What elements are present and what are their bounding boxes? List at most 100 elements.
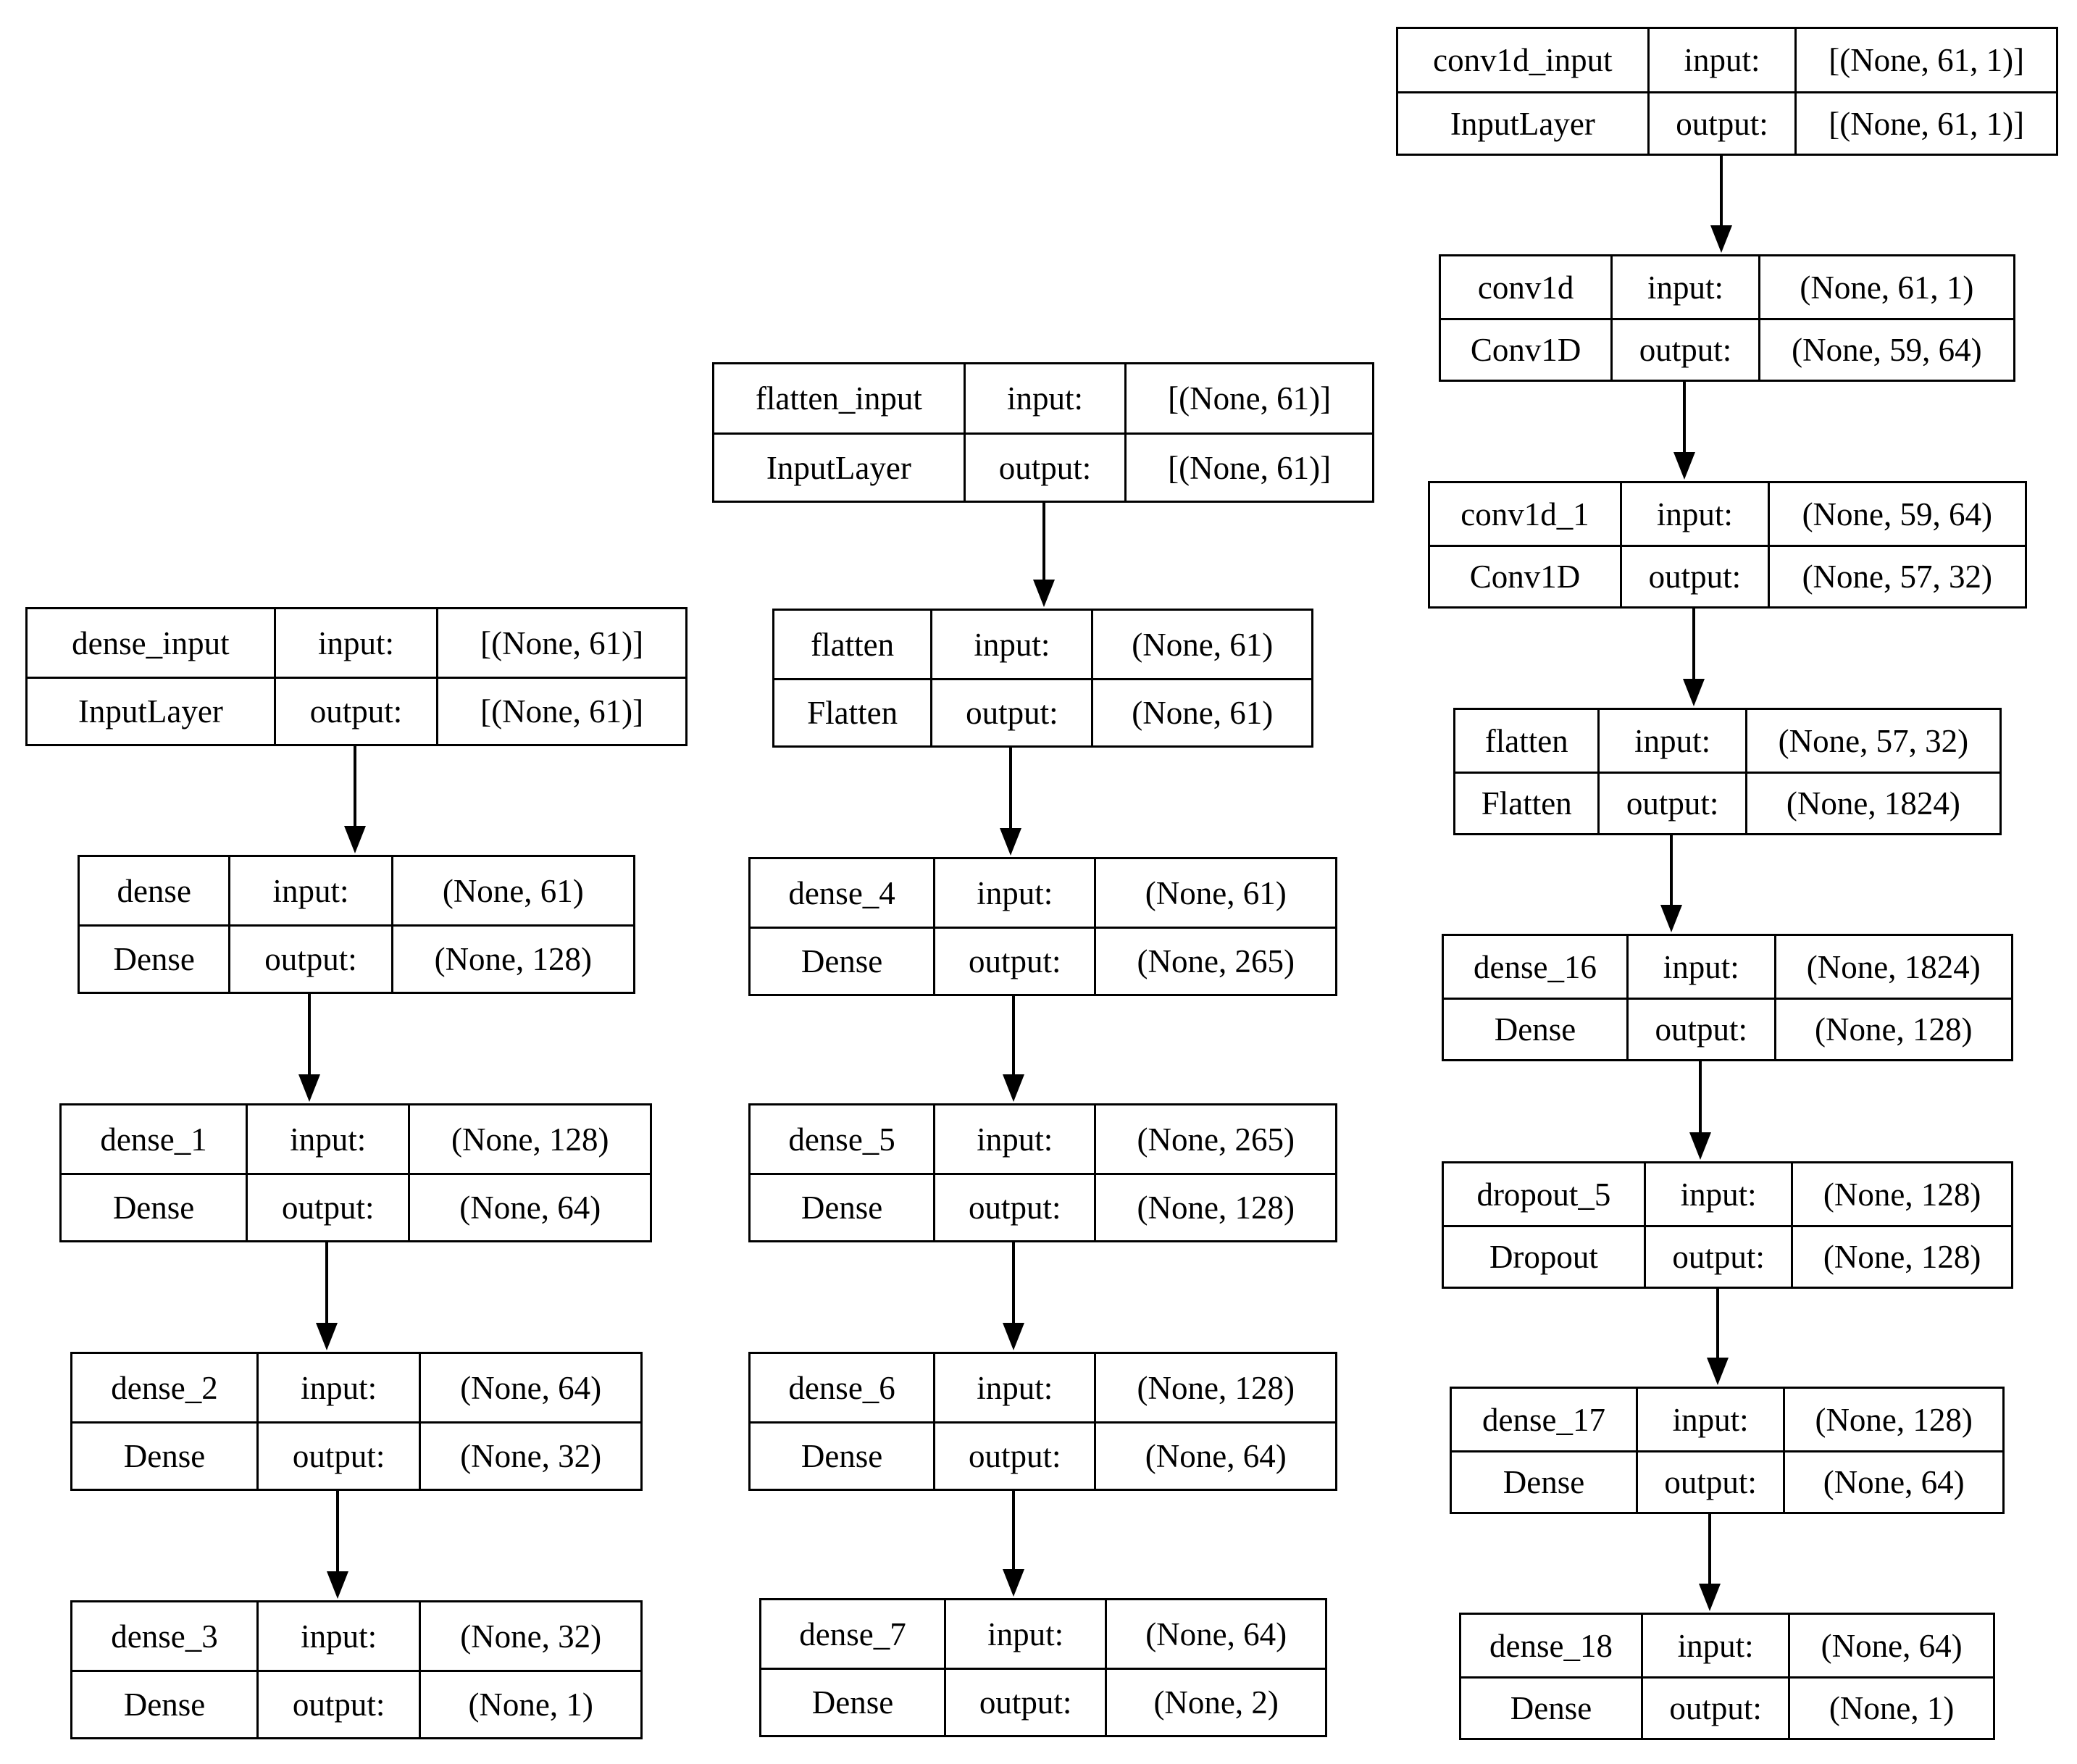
- input-shape: (None, 265): [1094, 1105, 1335, 1173]
- output-shape: (None, 64): [1783, 1452, 2002, 1512]
- input-label: input:: [1610, 256, 1758, 318]
- layer-type: InputLayer: [1450, 105, 1595, 142]
- output-shape: (None, 61): [1091, 680, 1311, 745]
- layer-type: Dense: [801, 1190, 883, 1226]
- layer-type: Dense: [123, 1438, 206, 1474]
- layer-name: dense_16: [1474, 948, 1597, 985]
- input-label: input:: [933, 859, 1094, 927]
- output-label: output:: [246, 1175, 408, 1240]
- layer-type: Conv1D: [1469, 559, 1581, 595]
- layer-node: conv1d_input input:[(None, 61, 1)] InputLa…: [1396, 27, 2058, 156]
- edge-arrowhead: [327, 1571, 348, 1599]
- output-shape: (None, 64): [1094, 1424, 1335, 1489]
- layer-name: dense_7: [799, 1615, 906, 1652]
- input-label: input:: [933, 1105, 1094, 1173]
- layer-name: dense_5: [788, 1121, 895, 1158]
- input-shape: (None, 59, 64): [1767, 483, 2025, 545]
- input-shape: (None, 61): [390, 857, 633, 924]
- output-shape: [(None, 61, 1)]: [1794, 93, 2056, 154]
- output-shape: (None, 128): [1791, 1227, 2011, 1287]
- layer-name: dense_1: [100, 1121, 207, 1158]
- output-label: output:: [944, 1670, 1105, 1735]
- edge-arrowhead: [1673, 452, 1695, 480]
- input-shape: (None, 64): [1788, 1615, 1993, 1676]
- layer-name: flatten: [811, 626, 895, 663]
- edge-arrowhead: [1033, 580, 1055, 607]
- edge-arrowhead: [1003, 1569, 1024, 1597]
- input-shape: (None, 1824): [1773, 936, 2012, 998]
- layer-type: Dropout: [1489, 1239, 1598, 1275]
- output-shape: (None, 64): [408, 1175, 650, 1240]
- input-label: input:: [1647, 29, 1795, 91]
- output-label: output:: [1610, 320, 1758, 380]
- edge-arrowhead: [316, 1323, 338, 1350]
- output-label: output:: [1640, 1679, 1788, 1738]
- layer-input-row: dense_5 input:(None, 265): [751, 1105, 1335, 1173]
- edge-arrowhead: [1003, 1323, 1024, 1350]
- input-shape: (None, 61): [1091, 611, 1311, 678]
- edge-arrowhead: [1660, 905, 1682, 932]
- input-shape: (None, 128): [1791, 1163, 2011, 1225]
- layer-name: dense_input: [72, 624, 230, 661]
- output-label: output:: [1635, 1452, 1783, 1512]
- edge-arrowhead: [1000, 828, 1021, 856]
- output-shape: (None, 1824): [1744, 774, 1999, 833]
- edge-arrowhead: [1710, 225, 1732, 253]
- edge-arrowhead: [1683, 679, 1705, 706]
- input-shape: (None, 57, 32): [1744, 710, 1999, 772]
- output-label: output:: [933, 1424, 1094, 1489]
- layer-name: dense_2: [111, 1369, 218, 1406]
- output-label: output:: [933, 929, 1094, 994]
- output-shape: (None, 59, 64): [1758, 320, 2013, 380]
- output-shape: (None, 2): [1105, 1670, 1325, 1735]
- output-label: output:: [273, 679, 437, 744]
- layer-name: dense_6: [788, 1369, 895, 1406]
- input-shape: (None, 64): [1105, 1600, 1325, 1668]
- output-label: output:: [228, 927, 390, 992]
- input-shape: (None, 61): [1094, 859, 1335, 927]
- edge-arrowhead: [1699, 1584, 1721, 1611]
- layer-type: Dense: [811, 1684, 894, 1721]
- input-label: input:: [228, 857, 390, 924]
- layer-name: conv1d_input: [1433, 42, 1613, 78]
- input-label: input:: [273, 609, 437, 677]
